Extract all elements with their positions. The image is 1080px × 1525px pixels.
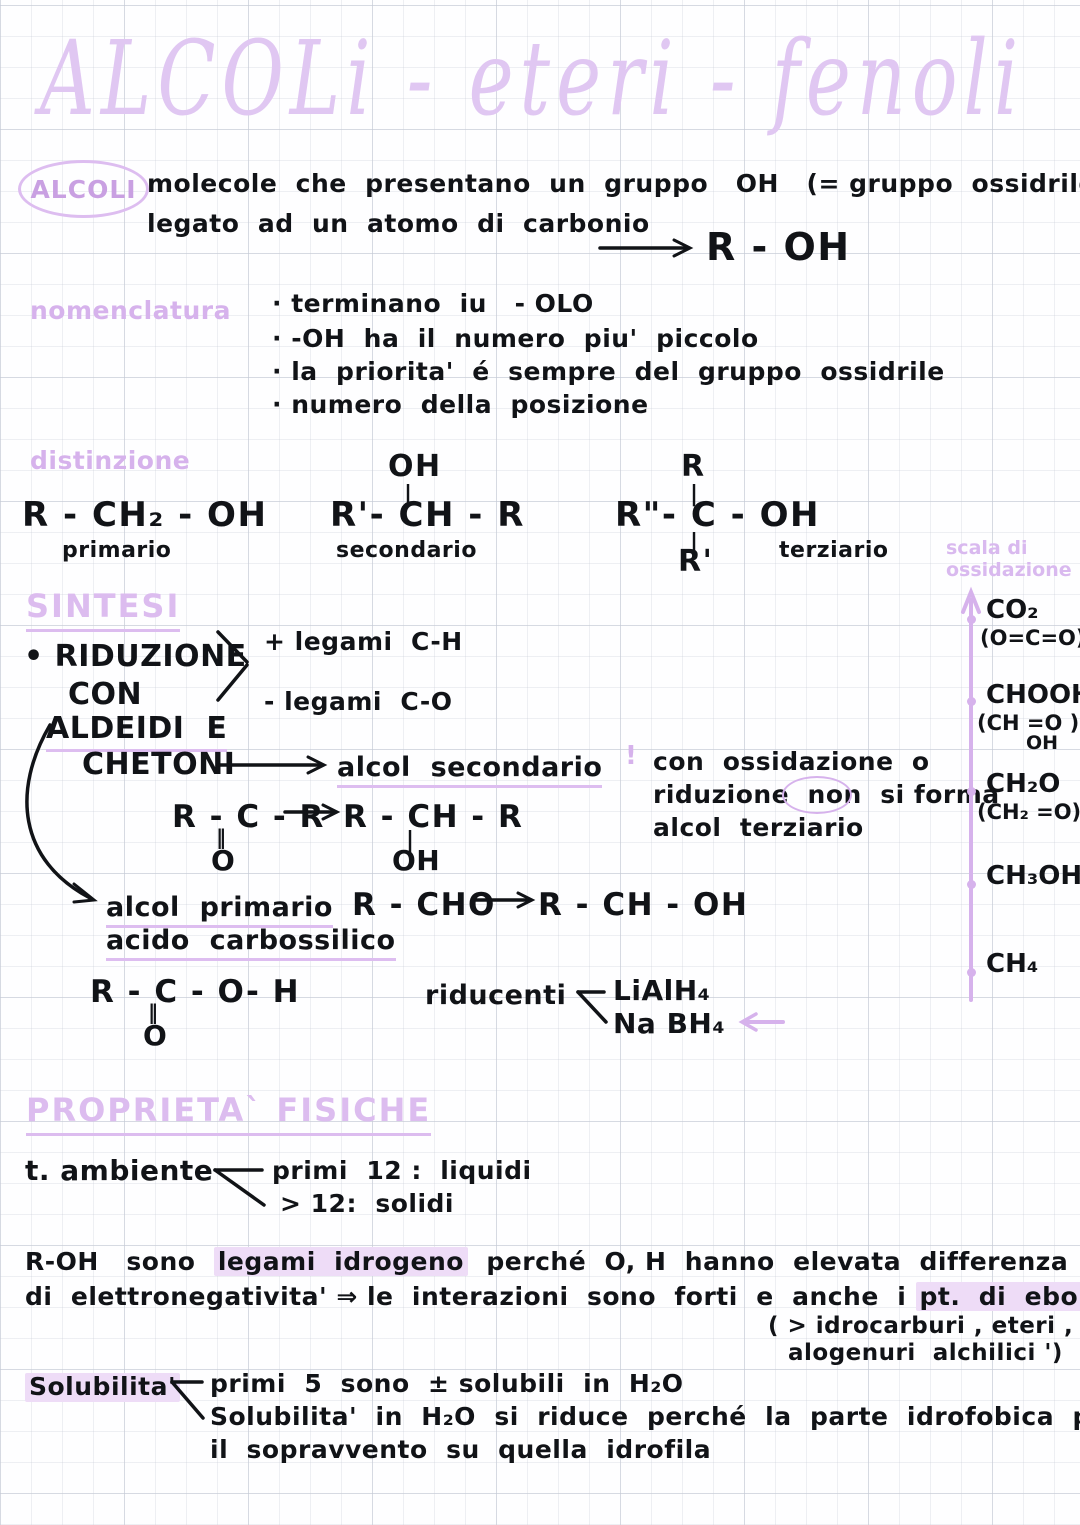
- oxidation-dot-1: [967, 697, 976, 706]
- t-ambiente-connectors: [213, 1168, 266, 1207]
- distinzione-top-group-secondario: OH: [388, 449, 442, 484]
- sintesi-bullet-line-2: ALDEIDI E: [46, 711, 228, 752]
- hbond-line-2-a: di elettronegativita' ⇒ le interazioni s…: [25, 1282, 916, 1311]
- bond-line-terziario-bottom: |: [690, 530, 699, 555]
- oxidation-dot-0: [967, 615, 976, 624]
- solubilita-item-0: primi 5 sono ± solubili in H₂O: [210, 1369, 684, 1398]
- page-title: ALCOLi - eteri - fenoli: [40, 18, 1025, 139]
- oxidation-item-2-sub: (CH₂ =O): [977, 800, 1080, 824]
- oxidation-item-1-sub2: OH: [1026, 732, 1059, 754]
- ketone-right-bond: |: [406, 828, 415, 853]
- ketone-double-bond: ‖: [216, 825, 227, 849]
- purple-left-arrow-nabh4: [738, 1012, 785, 1032]
- reaction-aldehyde-right: R - CH - OH: [538, 887, 749, 923]
- sintesi-product-primario: alcol primario: [106, 892, 333, 929]
- hbond-line-2: di elettronegativita' ⇒ le interazioni s…: [25, 1282, 1080, 1312]
- ebollizione-note-line-1: alogenuri alchilici '): [788, 1340, 1063, 1366]
- distinzione-name-terziario: terziario: [779, 538, 889, 563]
- oxidation-item-1-main: CHOOH: [986, 680, 1080, 710]
- carboxylic-formula: R - C - O- H: [90, 974, 301, 1010]
- hbond-highlight-legami: legami idrogeno: [213, 1247, 468, 1276]
- warning-line-0: con ossidazione o: [653, 747, 930, 776]
- solubilita-label: Solubilita': [25, 1372, 181, 1402]
- sintesi-brace-item-1: - legami C-O: [264, 687, 453, 716]
- distinzione-bottom-group-terziario: R': [678, 544, 714, 579]
- ebollizione-note-line-0: ( > idrocarburi , eteri ,: [768, 1313, 1074, 1339]
- reaction-ketone-left: R - C - R: [172, 799, 325, 835]
- oxidation-item-0-main: CO₂: [986, 595, 1039, 625]
- oxidation-item-3-main: CH₃OH: [986, 861, 1080, 891]
- distinzione-name-secondario: secondario: [336, 538, 477, 563]
- bond-line-terziario-top: |: [690, 482, 699, 507]
- distinzione-top-group-terziario: R: [681, 449, 706, 484]
- warning-line-2: alcol terziario: [653, 813, 864, 842]
- oxidation-item-0-sub: (O=C=O): [980, 626, 1080, 650]
- oxidation-item-1-sub: (CH =O ): [977, 711, 1080, 735]
- sintesi-brace-item-0: + legami C-H: [264, 627, 463, 656]
- reaction-ketone-right: R - CH - R: [343, 799, 524, 835]
- alcoli-definition-line1: molecole che presentano un gruppo OH (= …: [147, 169, 1080, 198]
- oxidation-item-4-main: CH₄: [986, 949, 1039, 979]
- riducenti-item-0: LiAlH₄: [613, 974, 711, 1007]
- t-ambiente-item-1: > 12: solidi: [280, 1189, 455, 1218]
- proprieta-fisiche-heading: PROPRIETA` FISICHE: [26, 1092, 432, 1136]
- t-ambiente-label: t. ambiente: [25, 1154, 214, 1187]
- oxidation-dot-4: [967, 968, 976, 977]
- warning-exclamation: !: [625, 741, 638, 771]
- alcoli-definition-line2: legato ad un atomo di carbonio: [147, 209, 650, 238]
- alcoli-result-formula: R - OH: [706, 225, 851, 269]
- hbond-line-1: R-OH sono legami idrogeno perché O, H ha…: [25, 1247, 1069, 1277]
- solubilita-item-2: il sopravvento su quella idrofila: [210, 1435, 712, 1464]
- sintesi-product-acido: acido carbossilico: [106, 925, 396, 962]
- distinzione-formula-primario: R - CH₂ - OH: [22, 495, 268, 535]
- oxidation-scale-title: scala di ossidazione: [946, 537, 1072, 582]
- sintesi-bullet-line-0: • RIDUZIONE: [24, 639, 247, 674]
- ketone-right-oh: OH: [392, 844, 441, 877]
- nomenclatura-label: nomenclatura: [30, 296, 231, 325]
- sintesi-bullet-line-3: CHETONI: [82, 747, 236, 782]
- oxidation-scale-title-l1: scala di: [946, 537, 1028, 559]
- carboxylic-double-bond: ‖: [148, 1000, 159, 1024]
- hbond-line-1-a: R-OH sono: [25, 1247, 214, 1276]
- nomenclatura-bullet-2: · la priorita' é sempre del gruppo ossid…: [272, 357, 945, 386]
- carboxylic-oxygen: O: [143, 1019, 168, 1052]
- hbond-line-1-b: perché O, H hanno elevata differenza: [467, 1247, 1069, 1276]
- reaction-aldehyde-left: R - CHO: [352, 887, 496, 923]
- distinzione-formula-terziario: R"- C - OH: [615, 495, 820, 535]
- ketone-oxygen: O: [211, 844, 236, 877]
- warning-circle-non: [782, 776, 852, 814]
- distinzione-name-primario: primario: [62, 538, 172, 563]
- arrow-to-r-oh: [598, 238, 694, 258]
- oxidation-item-2-main: CH₂O: [986, 769, 1061, 799]
- sintesi-bullet-line-1: CON: [68, 677, 143, 712]
- t-ambiente-item-0: primi 12 : liquidi: [272, 1156, 532, 1185]
- sintesi-heading: SINTESI: [26, 588, 181, 632]
- distinzione-formula-secondario: R'- CH - R: [330, 495, 525, 535]
- riducenti-item-1: Na BH₄: [613, 1007, 726, 1040]
- oxidation-dot-2: [967, 787, 976, 796]
- oxidation-scale-title-l2: ossidazione: [946, 558, 1072, 581]
- nomenclatura-bullet-0: · terminano iu - OLO: [272, 289, 594, 318]
- distinzione-label: distinzione: [30, 446, 191, 475]
- sintesi-product-secondario: alcol secondario: [337, 752, 603, 789]
- alcoli-badge: ALCOLI: [18, 160, 149, 218]
- nomenclatura-bullet-1: · -OH ha il numero piu' piccolo: [272, 324, 759, 353]
- hbond-highlight-ebollizione: pt. di ebollizione: [915, 1282, 1080, 1311]
- riducenti-label: riducenti: [425, 980, 567, 1011]
- solubilita-item-1: Solubilita' in H₂O si riduce perché la p…: [210, 1402, 1080, 1431]
- oxidation-dot-3: [967, 880, 976, 889]
- bond-line-secondario: |: [404, 482, 413, 507]
- riducenti-connectors: [576, 990, 608, 1024]
- nomenclatura-bullet-3: · numero della posizione: [272, 390, 649, 419]
